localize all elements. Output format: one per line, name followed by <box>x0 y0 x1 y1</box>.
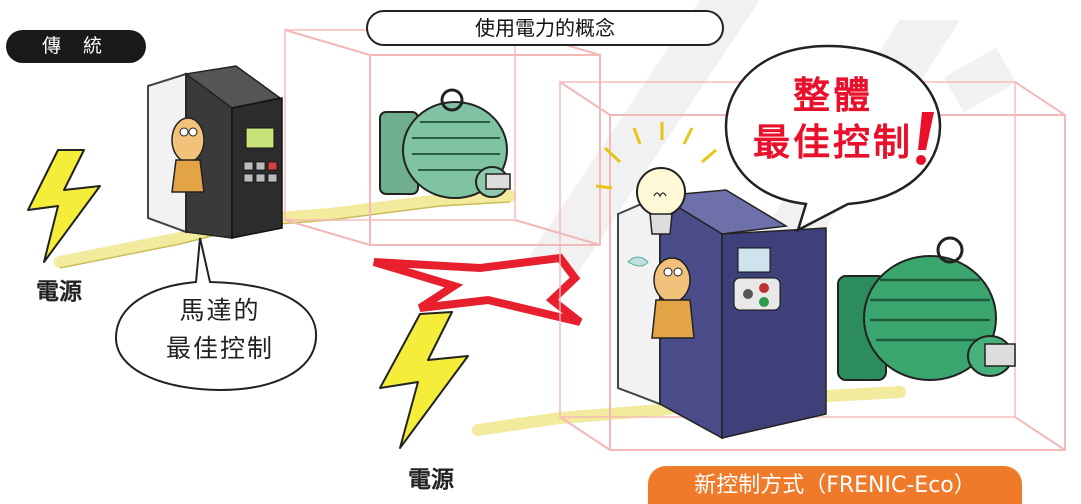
transition-arrow <box>372 253 583 326</box>
power-source-label-upper: 電源 <box>36 279 82 305</box>
lightning-bolt-icon <box>27 149 469 449</box>
traditional-label: 傳 統 <box>6 30 146 63</box>
new-inverter <box>617 189 827 440</box>
motor-control-bubble <box>114 237 318 392</box>
whole-control-line1: 整體 <box>793 74 873 117</box>
new-motor <box>837 236 1016 381</box>
diagram-title: 使用電力的概念 <box>366 10 724 46</box>
power-source-label-lower: 電源 <box>408 467 454 493</box>
upper-power-line <box>54 190 516 268</box>
lightbulb-icon <box>595 122 717 235</box>
whole-control-text: 整體 最佳控制 <box>748 72 918 166</box>
traditional-inverter <box>147 65 283 239</box>
motor-control-line1: 馬達的 <box>179 296 261 325</box>
whole-control-line2: 最佳控制 <box>753 121 913 164</box>
traditional-motor <box>379 88 511 199</box>
motor-control-text: 馬達的 最佳控制 <box>136 292 304 368</box>
traditional-enclosure <box>284 29 601 246</box>
exclamation-icon <box>916 112 934 165</box>
motor-control-line2: 最佳控制 <box>165 334 274 363</box>
new-method-label: 新控制方式（FRENIC-Eco） <box>648 466 1022 504</box>
whole-control-bubble <box>724 44 942 233</box>
